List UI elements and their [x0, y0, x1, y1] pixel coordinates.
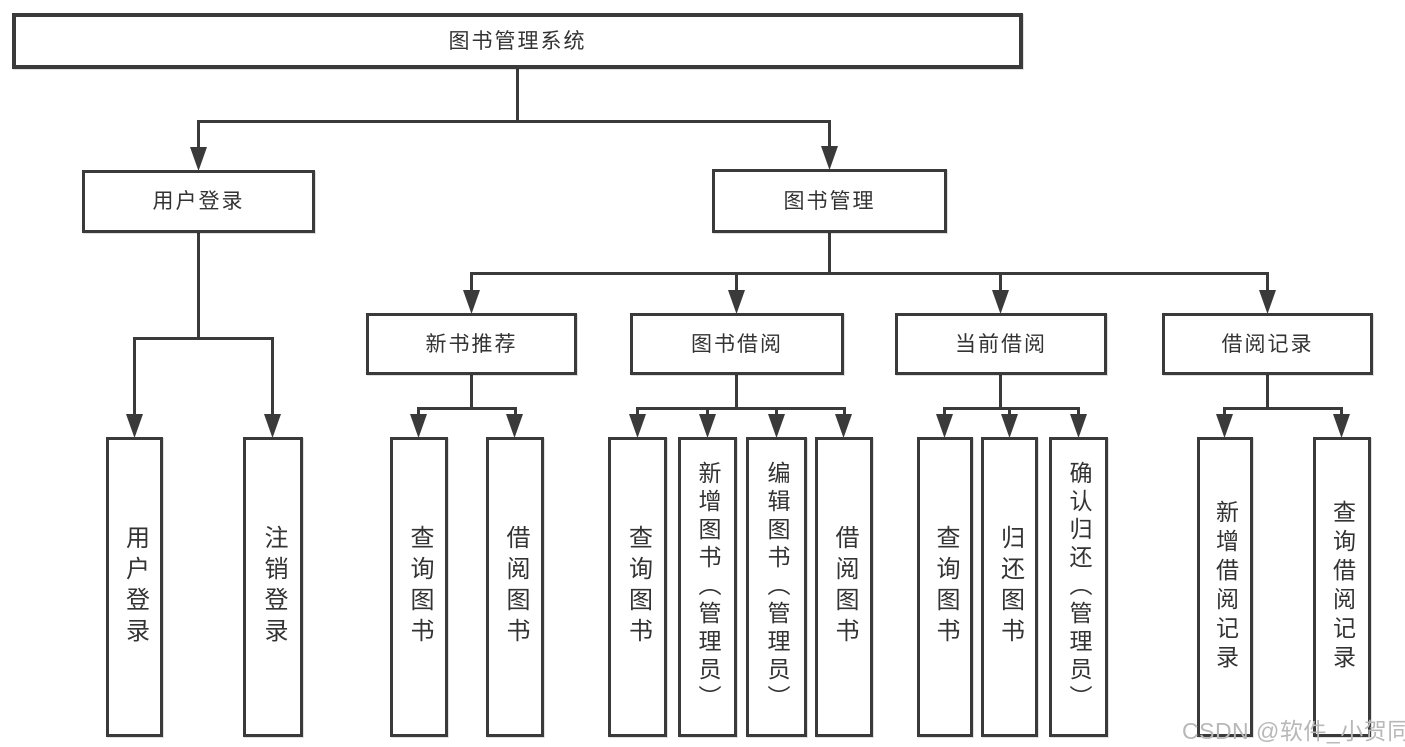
leaf-borrowing-borrow-books: 借阅图书 [815, 437, 873, 737]
connector-line [470, 375, 473, 410]
node-new-book-recommendation: 新书推荐 [366, 313, 577, 375]
node-current-borrowing: 当前借阅 [895, 313, 1107, 375]
connector-line [197, 233, 200, 340]
connector-line [417, 407, 517, 410]
arrow-down-icon [264, 414, 281, 438]
arrow-down-icon [768, 414, 785, 438]
connector-line [197, 120, 831, 123]
connector-line [1223, 407, 1343, 410]
connector-line [197, 120, 200, 150]
arrow-down-icon [506, 414, 523, 438]
arrow-down-icon [728, 290, 745, 314]
connector-line [1266, 375, 1269, 410]
arrow-down-icon [463, 290, 480, 314]
arrow-down-icon [699, 414, 716, 438]
connector-line [999, 272, 1002, 294]
node-borrowing-records: 借阅记录 [1162, 313, 1373, 375]
arrow-down-icon [835, 414, 852, 438]
connector-line [1077, 407, 1080, 417]
connector-line [1266, 272, 1269, 294]
connector-line [133, 337, 136, 417]
arrow-down-icon [1070, 414, 1087, 438]
arrow-down-icon [1001, 414, 1018, 438]
arrow-down-icon [821, 146, 838, 170]
connector-line [706, 407, 709, 417]
connector-line [133, 337, 274, 340]
node-user-login: 用户登录 [82, 170, 315, 233]
leaf-edit-books-admin: 编辑图书（管理员） [746, 437, 807, 737]
connector-line [417, 407, 420, 417]
leaf-recommend-borrow-books: 借阅图书 [486, 437, 544, 737]
leaf-current-query-books: 查询图书 [917, 437, 973, 737]
arrow-down-icon [1216, 414, 1233, 438]
connector-line [735, 272, 738, 294]
arrow-down-icon [126, 414, 143, 438]
node-book-management: 图书管理 [712, 169, 947, 233]
csdn-watermark: CSDN @软件_小贺同学 [1182, 718, 1405, 744]
arrow-down-icon [936, 414, 953, 438]
leaf-logout: 注销登录 [243, 437, 303, 737]
connector-line [636, 407, 846, 410]
leaf-user-login: 用户登录 [106, 437, 163, 737]
connector-line [514, 407, 517, 417]
connector-line [943, 407, 946, 417]
connector-line [470, 272, 1269, 275]
connector-line [636, 407, 639, 417]
connector-line [775, 407, 778, 417]
arrow-down-icon [992, 290, 1009, 314]
connector-line [1008, 407, 1011, 417]
leaf-recommend-query-books: 查询图书 [390, 437, 448, 737]
connector-line [1340, 407, 1343, 417]
arrow-down-icon [190, 147, 207, 171]
leaf-return-books: 归还图书 [981, 437, 1038, 737]
arrow-down-icon [629, 414, 646, 438]
connector-line [470, 272, 473, 294]
connector-line [735, 375, 738, 410]
node-library-management-system: 图书管理系统 [12, 13, 1023, 69]
node-book-borrowing: 图书借阅 [630, 313, 844, 375]
leaf-query-borrow-record: 查询借阅记录 [1313, 437, 1371, 737]
connector-line [843, 407, 846, 417]
arrow-down-icon [1333, 414, 1350, 438]
arrow-down-icon [410, 414, 427, 438]
leaf-add-borrow-record: 新增借阅记录 [1197, 437, 1253, 737]
connector-line [516, 69, 519, 123]
connector-line [271, 337, 274, 417]
leaf-add-books-admin: 新增图书（管理员） [678, 437, 737, 737]
connector-line [943, 407, 1080, 410]
connector-line [828, 233, 831, 275]
connector-line [828, 120, 831, 149]
leaf-borrowing-query-books: 查询图书 [608, 437, 667, 737]
leaf-confirm-return-admin: 确认归还（管理员） [1049, 437, 1108, 737]
connector-line [1223, 407, 1226, 417]
connector-line [999, 375, 1002, 410]
arrow-down-icon [1259, 290, 1276, 314]
